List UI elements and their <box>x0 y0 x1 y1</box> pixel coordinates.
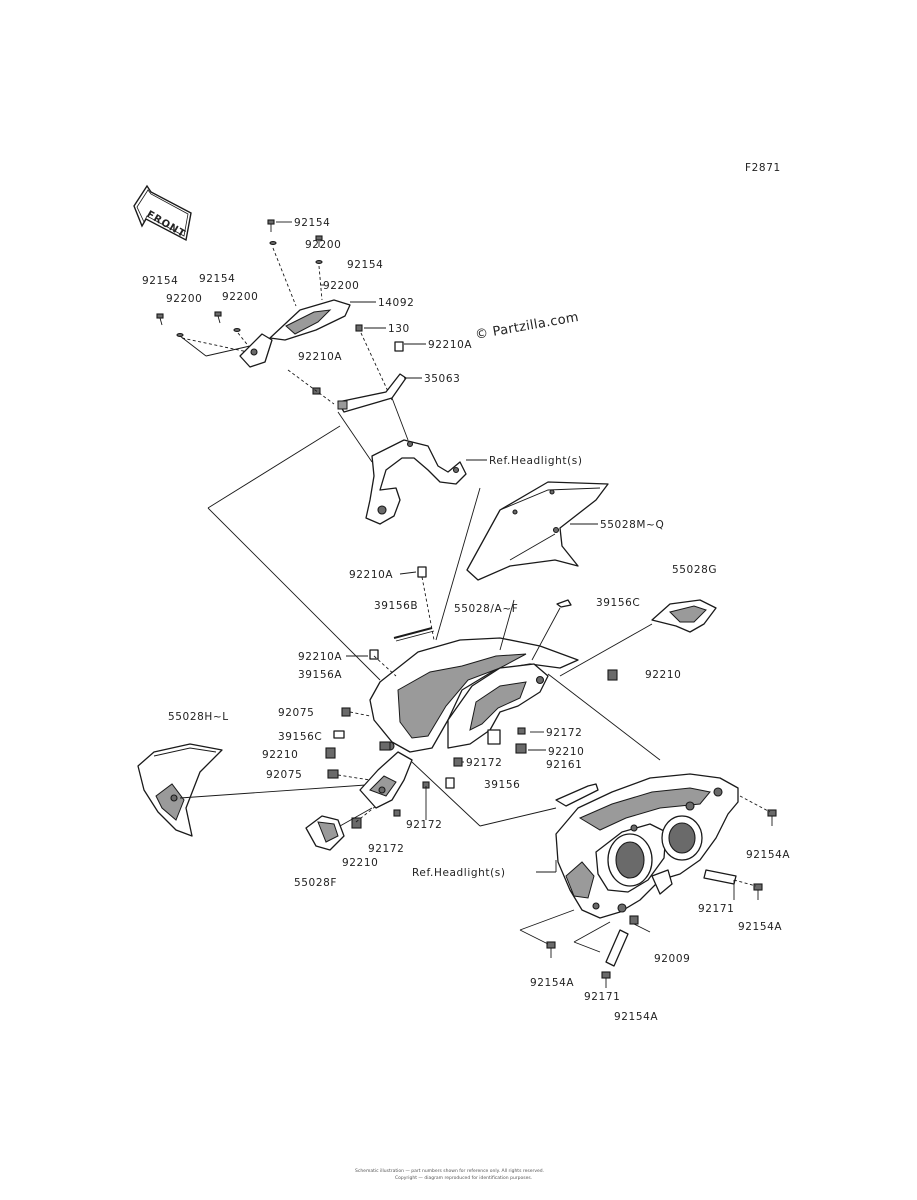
callout-label: 39156C <box>596 597 640 609</box>
callout-leaders <box>276 221 735 900</box>
figure-code: F2871 <box>745 162 781 174</box>
front-arrow-icon: FRONT <box>133 184 192 242</box>
callout-label: 92210 <box>645 669 681 681</box>
callout-label: 92200 <box>305 239 341 251</box>
callout-label: 55028H~L <box>168 711 229 723</box>
callout-label: 92200 <box>222 291 258 303</box>
callout-label: 92171 <box>584 991 620 1003</box>
callout-label: 39156C <box>278 731 322 743</box>
callout-label: 92172 <box>466 757 502 769</box>
callout-label: 92210A <box>349 569 393 581</box>
callout-label: 39156 <box>484 779 520 791</box>
callout-label: 39156A <box>298 669 342 681</box>
lower-bracket <box>305 751 413 851</box>
fastener-icons <box>325 649 527 829</box>
callout-label: 92154 <box>347 259 383 271</box>
callout-label: 92210 <box>342 857 378 869</box>
callout-label: 92172 <box>546 727 582 739</box>
callout-label: Ref.Headlight(s) <box>412 867 506 879</box>
callout-label: 92210A <box>298 351 342 363</box>
callout-label: 92154A <box>746 849 790 861</box>
callout-label: 92154 <box>294 217 330 229</box>
callout-label: 92210A <box>298 651 342 663</box>
callout-label: 92210 <box>262 749 298 761</box>
callout-label: 35063 <box>424 373 460 385</box>
callout-label: 55028G <box>672 564 717 576</box>
side-cowl-left <box>137 743 381 837</box>
callout-label: 55028M~Q <box>600 519 664 531</box>
callout-label: 14092 <box>378 297 414 309</box>
leader-line <box>207 425 341 509</box>
callout-label: 92154 <box>142 275 178 287</box>
callout-label: 55028F <box>294 877 337 889</box>
upper-stay-assembly <box>156 219 467 525</box>
headlight-assembly <box>519 773 777 988</box>
bolt-icon <box>156 219 363 332</box>
small-trim-piece <box>559 599 717 681</box>
washer-icon <box>176 240 323 338</box>
callout-label: 92154 <box>199 273 235 285</box>
callout-label: 92200 <box>323 280 359 292</box>
callout-label: 92154A <box>738 921 782 933</box>
callout-label: 39156B <box>374 600 418 612</box>
callout-label: 92161 <box>546 759 582 771</box>
callout-label: 92075 <box>266 769 302 781</box>
callout-label: 130 <box>388 323 410 335</box>
callout-label: 92154A <box>614 1011 658 1023</box>
callout-label: 55028/A~F <box>454 603 518 615</box>
watermark-text: © Partzilla.com <box>474 310 580 343</box>
callout-label: 92009 <box>654 953 690 965</box>
callout-label: 92075 <box>278 707 314 719</box>
callout-label: Ref.Headlight(s) <box>489 455 583 467</box>
side-cowl-right-upper <box>466 481 609 581</box>
callout-label: 92172 <box>368 843 404 855</box>
callout-labels: 92154 92200 92154 92200 92154 92154 9220… <box>142 217 790 1023</box>
upper-cowl <box>369 487 579 753</box>
callout-label: 92154A <box>530 977 574 989</box>
callout-label: 92210A <box>428 339 472 351</box>
callout-label: 92172 <box>406 819 442 831</box>
footer-line-1: Schematic illustration — part numbers sh… <box>355 1168 544 1174</box>
callout-label: 92200 <box>166 293 202 305</box>
callout-label: 92210 <box>548 746 584 758</box>
callout-label: 92171 <box>698 903 734 915</box>
footer-line-2: Copyright — diagram reproduced for ident… <box>395 1175 532 1181</box>
